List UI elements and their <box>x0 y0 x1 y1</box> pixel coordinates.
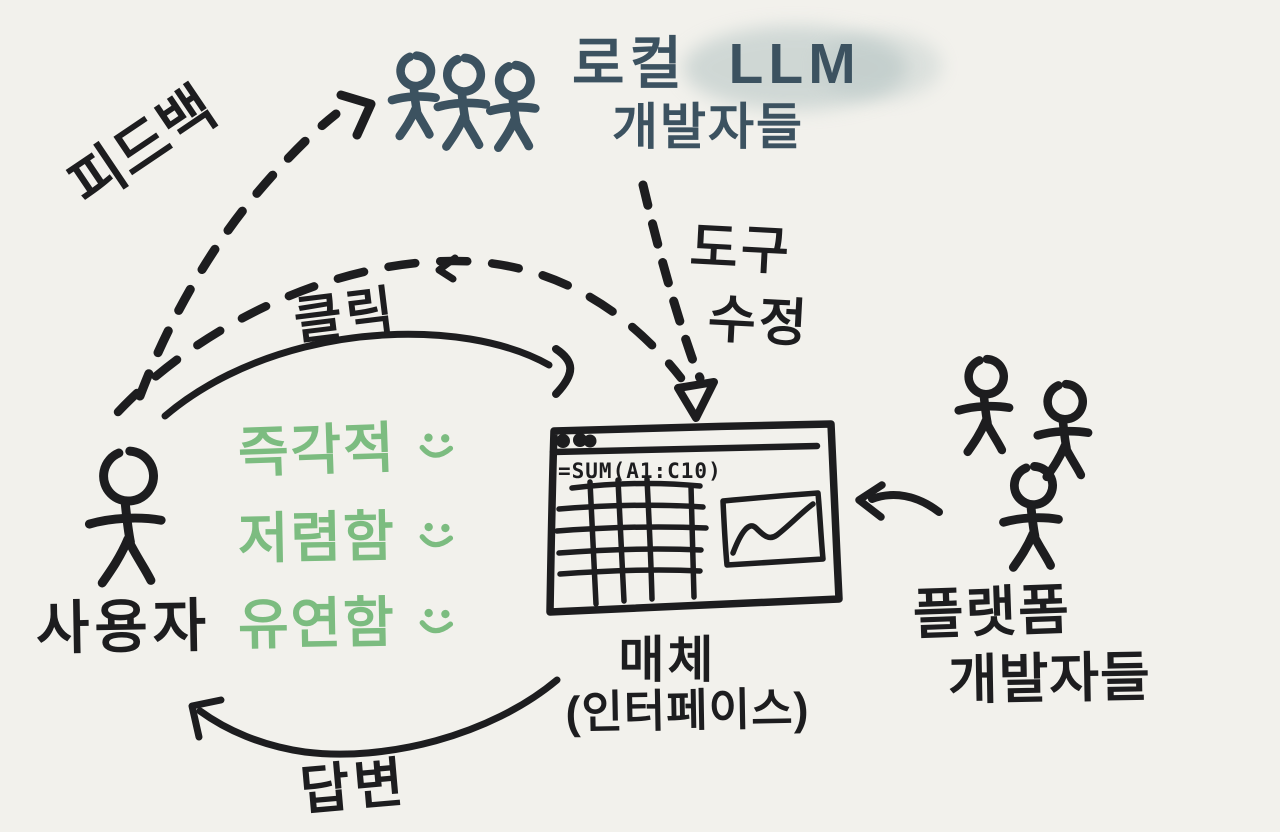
interface-label-line2: (인터페이스) <box>565 682 810 739</box>
interface-label-line1: 매체 <box>618 632 717 688</box>
window-frame <box>546 420 843 616</box>
answer-arrow <box>188 676 561 758</box>
benefit-label: 즉각적 <box>236 416 397 484</box>
local-llm-devs-subtitle: 개발자들 <box>612 99 804 155</box>
platform-devs-subtitle: 개발자들 <box>947 647 1152 711</box>
click-arrow-label: 클릭 <box>290 280 401 352</box>
chart-thumbnail-icon <box>720 490 826 568</box>
local-llm-devs-figures-icon <box>392 56 535 148</box>
benefit-label: 저렴함 <box>237 505 397 570</box>
benefit-row-flexible: 유연함 <box>237 591 460 656</box>
click-arrow <box>161 330 575 420</box>
smiley-face-icon <box>419 522 453 547</box>
interface-window-sketch <box>546 420 843 616</box>
benefit-label: 유연함 <box>237 591 397 656</box>
smiley-face-icon <box>419 433 453 458</box>
user-label: 사용자 <box>35 593 212 662</box>
smiley-face-icon <box>419 608 453 633</box>
click-arrowhead <box>552 345 575 398</box>
dashed-arc-left-arrowhead <box>435 254 459 283</box>
llm-highlight-swash <box>683 26 942 110</box>
window-titlebar-line <box>549 442 821 456</box>
answer-arrow-label: 답변 <box>297 752 410 822</box>
tool-edit-label-line1: 도구 <box>688 218 794 282</box>
tool-edit-arrowhead <box>674 378 718 422</box>
benefit-row-immediate: 즉각적 <box>236 416 461 484</box>
benefit-row-cheap: 저렴함 <box>237 505 460 570</box>
tool-edit-label-line2: 수정 <box>706 290 812 354</box>
user-figure-icon <box>89 451 161 583</box>
spreadsheet-grid <box>554 476 709 607</box>
tool-edit-arrow <box>638 180 718 422</box>
answer-arrowhead <box>188 696 225 741</box>
user-interface-dashed-arrow <box>113 254 686 417</box>
feedback-arrow <box>135 90 376 401</box>
platform-devs-figures-icon <box>959 359 1088 567</box>
spreadsheet-formula: =SUM(A1:C10) <box>558 459 722 483</box>
window-dots-icon <box>556 433 597 448</box>
platform-arrowhead <box>855 481 886 521</box>
feedback-arrowhead <box>336 90 376 140</box>
platform-devs-title: 플랫폼 <box>911 578 1072 646</box>
platform-to-interface-arrow <box>855 481 943 521</box>
local-llm-devs-title: 로컬 LLM <box>572 32 861 96</box>
